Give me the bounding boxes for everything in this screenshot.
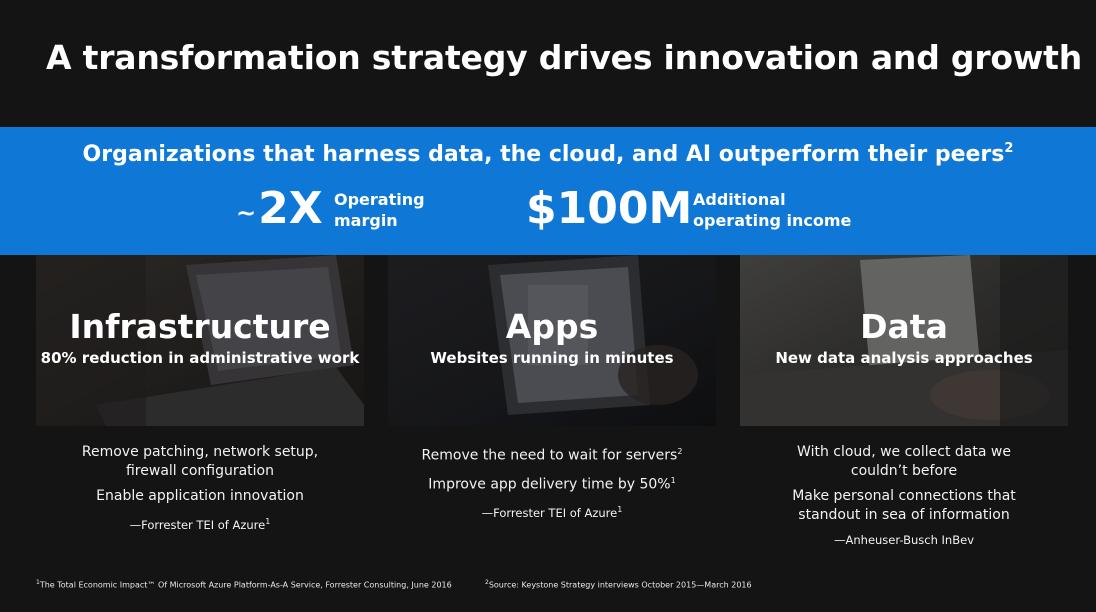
- stat-operating-income-value: $100M: [526, 183, 692, 235]
- stat-value-text: $100M: [526, 183, 693, 234]
- banner-heading-ref: 2: [1004, 141, 1014, 156]
- detail-item: Improve app delivery time by 50%1: [428, 476, 676, 493]
- slide-title: A transformation strategy drives innovat…: [46, 38, 1083, 77]
- banner-heading: Organizations that harness data, the clo…: [0, 141, 1096, 167]
- tablet-photo-image: [388, 255, 716, 426]
- pillar-apps-card: Apps Websites running in minutes: [388, 255, 716, 426]
- stat-operating-income-label: Additional operating income: [693, 189, 913, 231]
- pillar-infrastructure-card: Infrastructure 80% reduction in administ…: [36, 255, 364, 426]
- pillar-apps-details: Remove the need to wait for servers2 Imp…: [388, 443, 716, 530]
- data-photo-image: [740, 255, 1068, 426]
- pillar-title: Apps: [505, 307, 599, 346]
- stat-value-text: 2X: [258, 183, 323, 234]
- banner-heading-text: Organizations that harness data, the clo…: [82, 142, 1005, 167]
- stat-prefix: ~: [236, 199, 257, 227]
- stat-label-line2: operating income: [693, 211, 852, 230]
- source-citation: —Anheuser-Busch InBev: [834, 533, 974, 547]
- pillar-data-details: With cloud, we collect data we couldn’t …: [740, 443, 1068, 557]
- detail-item: Remove patching, network setup, firewall…: [81, 444, 319, 479]
- pillar-subtitle: New data analysis approaches: [775, 349, 1033, 367]
- detail-item: Remove the need to wait for servers2: [421, 447, 683, 464]
- pillar-title: Infrastructure: [69, 307, 331, 346]
- detail-item: Enable application innovation: [96, 488, 304, 504]
- footnote-1: 1The Total Economic Impact™ Of Microsoft…: [36, 579, 452, 590]
- pillar-title: Data: [860, 307, 948, 346]
- stats-banner: Organizations that harness data, the clo…: [0, 127, 1096, 255]
- detail-item: Make personal connections that standout …: [792, 488, 1016, 523]
- laptop-photo-image: [36, 255, 364, 426]
- pillar-subtitle: 80% reduction in administrative work: [40, 349, 360, 367]
- pillar-data-card: Data New data analysis approaches: [740, 255, 1068, 426]
- stat-label-line2: margin: [334, 211, 398, 230]
- footnote-2: 2Source: Keystone Strategy interviews Oc…: [485, 579, 752, 590]
- pillar-subtitle: Websites running in minutes: [430, 349, 674, 367]
- source-citation: —Forrester TEI of Azure1: [481, 505, 623, 521]
- detail-item: With cloud, we collect data we couldn’t …: [797, 444, 1011, 479]
- stat-operating-margin-value: ~2X: [236, 183, 323, 239]
- source-citation: —Forrester TEI of Azure1: [129, 516, 271, 532]
- pillar-infrastructure-details: Remove patching, network setup, firewall…: [36, 443, 364, 541]
- stat-label-line1: Additional: [693, 190, 786, 209]
- stat-label-line1: Operating: [334, 190, 425, 209]
- stat-operating-margin-label: Operating margin: [334, 189, 554, 231]
